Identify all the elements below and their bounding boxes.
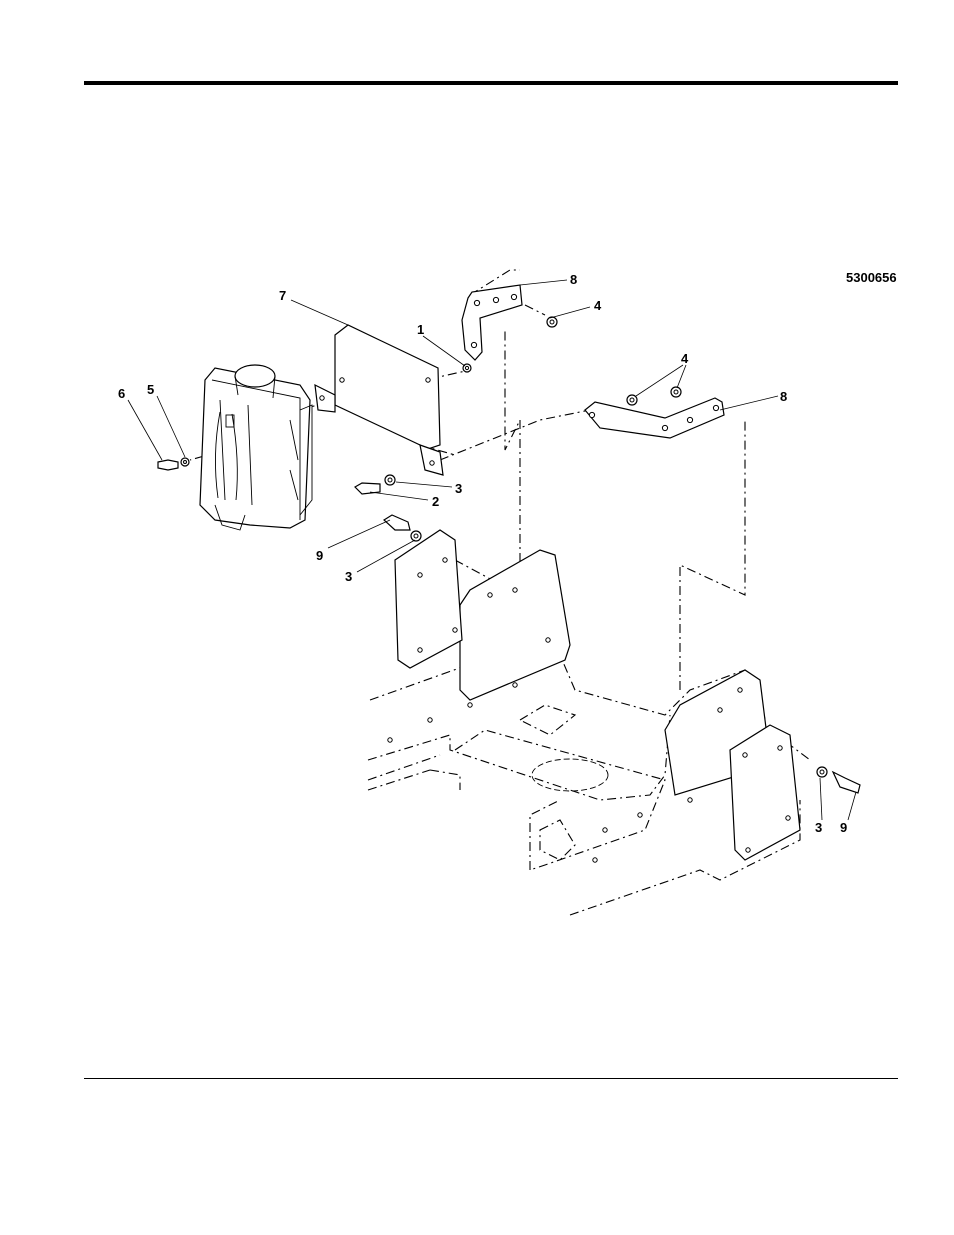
mounting-plate bbox=[315, 325, 443, 475]
callout-6: 6 bbox=[118, 386, 125, 401]
callout-3-left: 3 bbox=[345, 569, 352, 584]
frame-left-upright bbox=[388, 530, 570, 742]
frame-right-upright bbox=[593, 670, 800, 862]
callout-8-top: 8 bbox=[570, 272, 577, 287]
callout-1: 1 bbox=[417, 322, 424, 337]
callout-2: 2 bbox=[432, 494, 439, 509]
callout-4-right: 4 bbox=[681, 351, 689, 366]
callout-5: 5 bbox=[147, 382, 154, 397]
callout-7: 7 bbox=[279, 288, 286, 303]
callout-3-right: 3 bbox=[815, 820, 822, 835]
bracket-lower bbox=[585, 398, 724, 438]
callout-3-top: 3 bbox=[455, 481, 462, 496]
reservoir-tank bbox=[200, 365, 312, 530]
hardware-nuts bbox=[463, 317, 681, 405]
callout-9-left: 9 bbox=[316, 548, 323, 563]
bracket-upper bbox=[462, 285, 522, 360]
callout-4-top: 4 bbox=[594, 298, 602, 313]
callout-8-right: 8 bbox=[780, 389, 787, 404]
callout-9-right: 9 bbox=[840, 820, 847, 835]
figure-id-label: 5300656 bbox=[846, 270, 897, 285]
